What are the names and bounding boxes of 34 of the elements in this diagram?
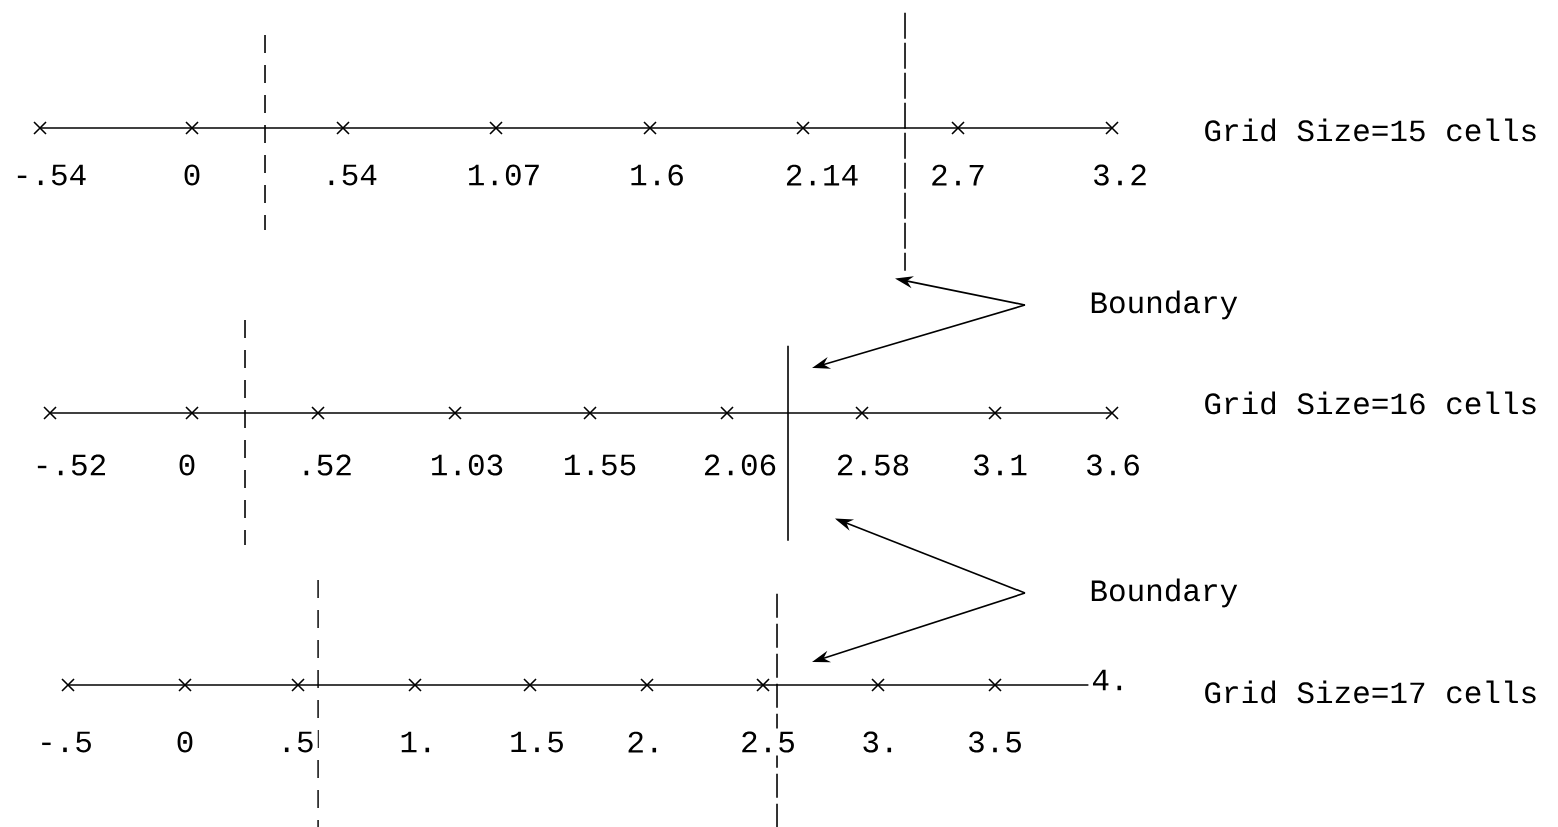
grid-size-label: Grid Size=16 cells: [1200, 388, 1542, 418]
tick-label: 3.5: [964, 728, 1026, 756]
tick-label: -.54: [9, 161, 91, 189]
tick-label: 0: [172, 728, 198, 756]
tick-label: 0: [174, 451, 200, 479]
tick-label: 3.1: [969, 451, 1031, 479]
tick-label: 2.: [623, 728, 667, 756]
tick-label: 2.5: [737, 728, 799, 756]
tick-label: 1.6: [626, 161, 688, 189]
boundary-line: [904, 10, 906, 272]
boundary-label: Boundary: [1091, 578, 1238, 608]
tick-label: 1.5: [506, 728, 568, 756]
tick-label: .52: [294, 451, 356, 479]
tick-label: 3.: [858, 728, 902, 756]
grid-size-label: Grid Size=15 cells: [1200, 115, 1542, 145]
tick-label: 3.2: [1089, 161, 1151, 189]
tick-label: 2.7: [927, 161, 989, 189]
grid-size-label: Grid Size=17 cells: [1200, 677, 1542, 707]
tick-label: 1.03: [426, 451, 508, 479]
tick-label: -.52: [29, 451, 111, 479]
tick-label: 1.: [396, 728, 440, 756]
tick-label: 1.55: [559, 451, 641, 479]
boundary-label: Boundary: [1091, 290, 1238, 320]
tick-label: .5: [274, 728, 318, 756]
tick-label: 2.06: [699, 451, 781, 479]
tick-label: 2.14: [781, 161, 863, 189]
tick-label: 2.58: [832, 451, 914, 479]
tick-label: 1.07: [463, 161, 545, 189]
tick-label: 4.: [1088, 666, 1132, 694]
tick-label: -.5: [34, 728, 96, 756]
tick-label: 3.6: [1082, 451, 1144, 479]
boundary-line: [787, 345, 789, 542]
tick-label: 0: [179, 161, 205, 189]
tick-label: .54: [319, 161, 381, 189]
